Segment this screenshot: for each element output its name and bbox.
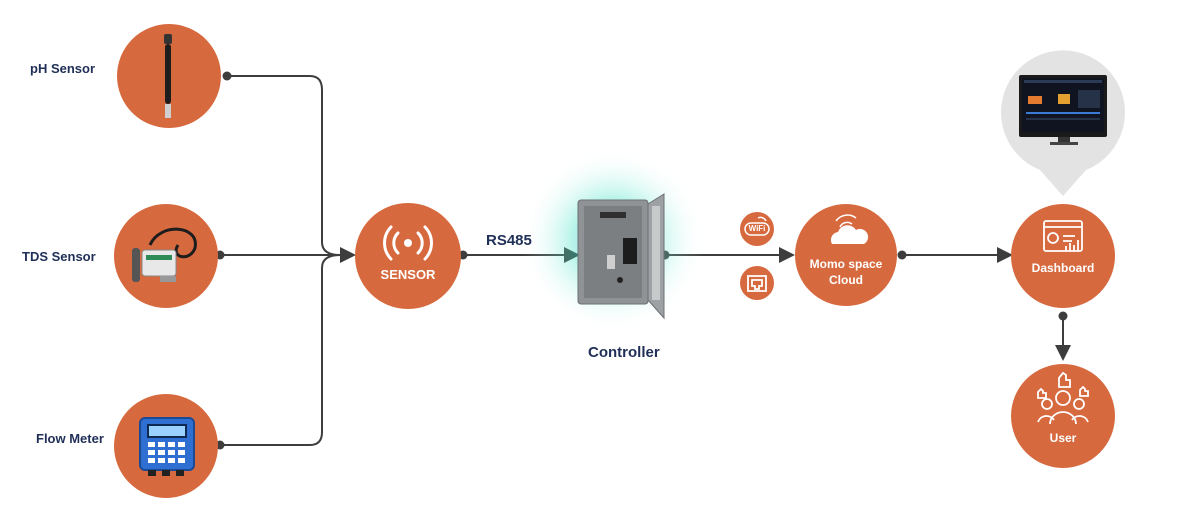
dashboard-label: Dashboard bbox=[1031, 261, 1095, 275]
dashboard-chart-icon bbox=[1043, 220, 1083, 252]
flow-meter-device-icon bbox=[139, 417, 195, 476]
controller-cabinet-icon bbox=[577, 193, 665, 320]
connector-flow bbox=[220, 254, 341, 446]
flow-meter-label: Flow Meter bbox=[36, 431, 104, 446]
wifi-text: WiFi bbox=[748, 224, 766, 233]
flow-meter-node bbox=[114, 394, 218, 498]
monitor-screen-icon bbox=[1019, 75, 1107, 145]
user-label: User bbox=[1049, 431, 1077, 445]
tds-sensor-node bbox=[114, 204, 218, 308]
dashboard-node bbox=[1011, 204, 1115, 308]
tds-sensor-label: TDS Sensor bbox=[22, 249, 96, 264]
ph-probe-icon bbox=[164, 34, 172, 118]
cloud-label-line2: Cloud bbox=[829, 273, 863, 287]
users-thumbs-up-icon bbox=[1037, 371, 1089, 425]
connector-ph bbox=[227, 75, 341, 256]
wireless-signal-icon bbox=[383, 225, 433, 261]
cloud-label-line1: Momo space bbox=[809, 257, 883, 271]
tds-probe-icon bbox=[132, 227, 197, 282]
sensor-hub-node bbox=[355, 203, 461, 309]
wifi-badge-icon bbox=[744, 216, 770, 236]
wifi-badge bbox=[740, 212, 774, 246]
ph-sensor-node bbox=[117, 24, 221, 128]
controller-node bbox=[521, 148, 705, 332]
ethernet-badge bbox=[740, 266, 774, 300]
cloud-node bbox=[795, 204, 897, 306]
user-node bbox=[1011, 364, 1115, 468]
controller-label: Controller bbox=[588, 344, 660, 361]
cloud-icon bbox=[830, 214, 869, 244]
sensor-hub-label: SENSOR bbox=[380, 267, 436, 282]
dashboard-preview-pin bbox=[1000, 50, 1125, 196]
ethernet-port-icon bbox=[747, 275, 767, 292]
rs485-label: RS485 bbox=[486, 232, 532, 249]
ph-sensor-label: pH Sensor bbox=[30, 61, 96, 76]
